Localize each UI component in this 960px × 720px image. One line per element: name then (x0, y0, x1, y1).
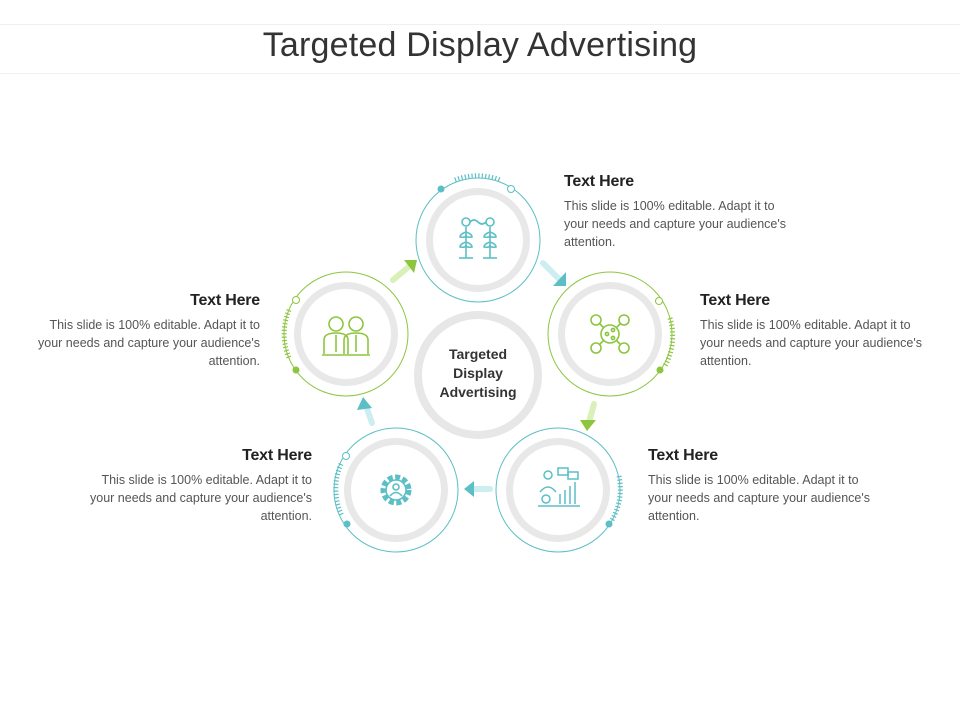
text-block-4: Text Here This slide is 100% editable. A… (90, 447, 312, 525)
flow-arrow-1 (390, 260, 417, 283)
text-body: This slide is 100% editable. Adapt it to… (648, 473, 870, 523)
text-block-5: Text Here This slide is 100% editable. A… (38, 292, 260, 370)
dollar-network-icon (590, 314, 630, 354)
node-4 (333, 427, 459, 553)
text-block-1: Text Here This slide is 100% editable. A… (564, 173, 786, 251)
text-body: This slide is 100% editable. Adapt it to… (700, 318, 922, 368)
node-2 (547, 271, 676, 397)
page-title: Targeted Display Advertising (262, 26, 698, 64)
flow-arrow-2 (540, 260, 566, 286)
center-label: Targeted Display Advertising (439, 346, 517, 400)
two-people-icon (322, 316, 370, 356)
text-body: This slide is 100% editable. Adapt it to… (564, 199, 786, 249)
text-heading: Text Here (700, 292, 770, 309)
flow-arrow-3 (580, 401, 597, 431)
text-body: This slide is 100% editable. Adapt it to… (38, 318, 260, 368)
text-heading: Text Here (564, 173, 634, 190)
node-3 (495, 427, 623, 553)
text-heading: Text Here (648, 447, 718, 464)
money-tree-icon (459, 217, 497, 259)
flow-arrow-4 (464, 481, 493, 497)
gear-person-icon (380, 474, 412, 506)
text-heading: Text Here (190, 292, 260, 309)
center-node (414, 311, 542, 439)
node-1 (415, 173, 541, 303)
flow-arrow-5 (357, 397, 375, 426)
text-heading: Text Here (242, 447, 312, 464)
title-band (0, 24, 960, 74)
presenter-chart-icon (538, 467, 580, 507)
text-block-2: Text Here This slide is 100% editable. A… (700, 292, 922, 370)
text-block-3: Text Here This slide is 100% editable. A… (648, 447, 870, 525)
node-5 (281, 271, 409, 397)
text-body: This slide is 100% editable. Adapt it to… (90, 473, 312, 523)
